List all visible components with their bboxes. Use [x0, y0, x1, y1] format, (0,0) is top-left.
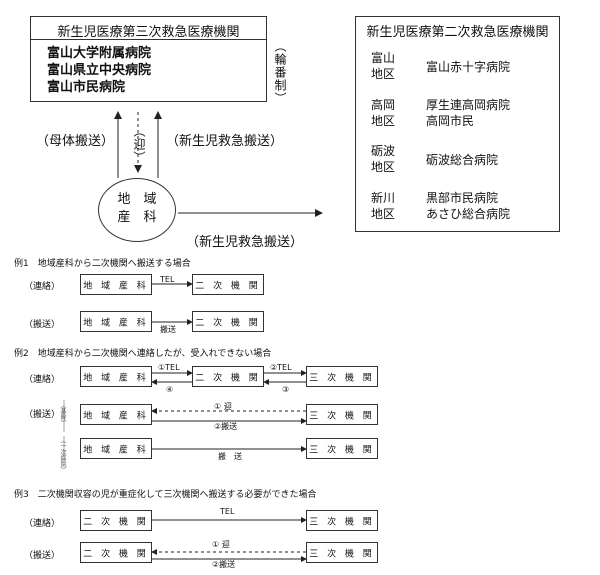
neonatal-transport-label: （新生児救急搬送） — [166, 134, 284, 149]
example2-title: 例2 地域産科から二次機関へ連絡したが、受入れできない場合 — [14, 349, 272, 359]
tel-label: TEL — [220, 507, 235, 516]
pickup-label: ① 迎 — [212, 540, 230, 549]
tertiary-title: 新生児医療第三次救急医療機関 — [57, 25, 240, 40]
tertiary-hospital-list: 富山大学附属病院 富山県立中央病院 富山市民病院 — [47, 45, 151, 96]
step3-label: ③ — [282, 385, 290, 394]
neonatal-transport-right-label: （新生児救急搬送） — [186, 235, 304, 250]
local-label-line: 産 科 — [117, 210, 157, 225]
transfer2-label: ②搬送 — [214, 422, 238, 431]
hospital-name: 富山市民病院 — [47, 80, 126, 95]
tertiary-box: 三 次 機 関 — [306, 542, 378, 563]
side-note: （一次病院） — [59, 437, 66, 473]
local-obstetrics-box: 地 域 産 科 — [80, 404, 152, 425]
area-cell: 砺波地区 — [370, 144, 395, 174]
rotation-label: （輪番制） — [273, 40, 287, 105]
secondary-title: 新生児医療第二次救急医療機関 — [366, 25, 549, 40]
area-cell: 富山地区 — [370, 51, 395, 81]
transfer-label: 搬 送 — [218, 452, 242, 461]
transport-label: （搬送） — [24, 410, 61, 420]
transfer-label: 搬送 — [160, 325, 176, 334]
hospital-cell: 富山赤十字病院 — [426, 60, 511, 74]
maternal-transport-label: （母体搬送） — [36, 134, 115, 149]
secondary-box: 二 次 機 関 — [80, 542, 152, 563]
tertiary-box: 三 次 機 関 — [306, 510, 378, 531]
side-note: （基幹） — [59, 402, 66, 426]
contact-label: （連絡） — [24, 519, 61, 529]
secondary-box: 二 次 機 関 — [192, 274, 264, 295]
local-obstetrics-box: 地 域 産 科 — [80, 274, 152, 295]
area-cell: 高岡地区 — [370, 98, 395, 128]
secondary-box: 二 次 機 関 — [192, 366, 264, 387]
tertiary-box: 三 次 機 関 — [306, 438, 378, 459]
tertiary-box: 三 次 機 関 — [306, 366, 378, 387]
tertiary-box: 三 次 機 関 — [306, 404, 378, 425]
tertiary-hospitals-box: 新生児医療第三次救急医療機関 富山大学附属病院 富山県立中央病院 富山市民病院 — [30, 16, 267, 102]
pickup-label: （迎） — [132, 125, 146, 164]
local-obstetrics-node: 地 域 産 科 — [98, 178, 176, 242]
local-label-line: 地 域 — [117, 192, 157, 207]
secondary-box: 二 次 機 関 — [80, 510, 152, 531]
transport-label: （搬送） — [24, 320, 61, 330]
transport-label: （搬送） — [24, 551, 61, 561]
secondary-box: 二 次 機 関 — [192, 311, 264, 332]
local-obstetrics-box: 地 域 産 科 — [80, 366, 152, 387]
hospital-name: 富山大学附属病院 — [47, 46, 152, 61]
hospital-cell: 黒部市民病院あさひ総合病院 — [426, 191, 511, 221]
secondary-hospitals-table: 新生児医療第二次救急医療機関 — [355, 16, 560, 232]
contact-label: （連絡） — [24, 375, 61, 385]
example3-title: 例3 二次機関収容の児が重症化して三次機関へ搬送する必要ができた場合 — [14, 490, 317, 500]
contact-label: （連絡） — [24, 282, 61, 292]
tel1-label: ①TEL — [158, 363, 180, 372]
hospital-cell: 砺波総合病院 — [426, 153, 499, 167]
area-cell: 新川地区 — [370, 191, 395, 221]
tel2-label: ②TEL — [270, 363, 292, 372]
step4-label: ④ — [166, 385, 174, 394]
local-obstetrics-box: 地 域 産 科 — [80, 311, 152, 332]
example1-title: 例1 地域産科から二次機関へ搬送する場合 — [14, 259, 191, 269]
tel-label: TEL — [160, 275, 175, 284]
hospital-name: 富山県立中央病院 — [47, 63, 152, 78]
transfer2-label: ②搬送 — [212, 560, 236, 569]
hospital-cell: 厚生連高岡病院高岡市民 — [426, 98, 511, 128]
local-obstetrics-box: 地 域 産 科 — [80, 438, 152, 459]
pickup-label: ① 迎 — [214, 402, 232, 411]
